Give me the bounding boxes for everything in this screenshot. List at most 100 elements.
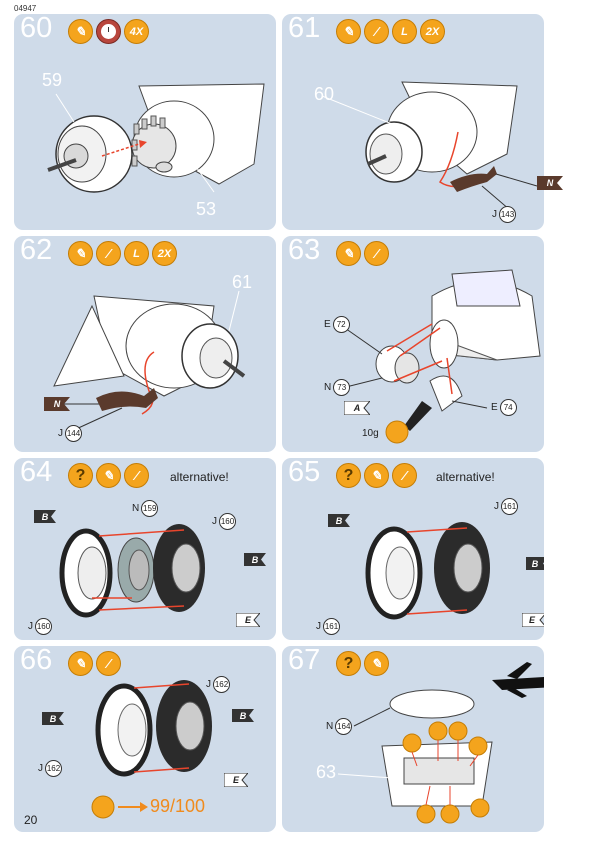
paint-flag-b: B bbox=[328, 514, 350, 527]
step-number: 65 bbox=[288, 458, 321, 488]
step-number: 61 bbox=[288, 14, 321, 44]
part-j144: J 144 bbox=[58, 425, 82, 442]
step-icons: ✎ ∕ L 2X bbox=[68, 241, 177, 267]
part-number: 74 bbox=[499, 399, 517, 416]
part-number: 160 bbox=[219, 513, 236, 530]
part-number: 161 bbox=[323, 618, 340, 635]
repeat-badge: 2X bbox=[152, 241, 177, 266]
brush-icon: ∕ bbox=[364, 241, 389, 266]
paint-flag-b: B bbox=[34, 510, 56, 523]
sprue-letter: J bbox=[494, 501, 499, 512]
repeat-badge: 2X bbox=[420, 19, 445, 44]
exhaust-assembly-drawing bbox=[321, 81, 538, 211]
brush-icon: ∕ bbox=[124, 463, 149, 488]
weight-label: 10g bbox=[362, 428, 379, 439]
paint-flag-n: N bbox=[537, 176, 563, 190]
left-side-badge: L bbox=[392, 19, 417, 44]
part-j161-bottom: J 161 bbox=[316, 618, 340, 635]
sprue-letter: N bbox=[326, 721, 334, 732]
glue-icon: ✎ bbox=[364, 463, 389, 488]
question-icon: ? bbox=[336, 463, 361, 488]
sprue-letter: J bbox=[316, 621, 321, 632]
step-icons: ? ✎ ∕ bbox=[336, 463, 417, 489]
part-e72: E 72 bbox=[324, 316, 350, 333]
step-icons: ✎ ∕ bbox=[336, 241, 389, 267]
sprue-letter: E bbox=[491, 402, 498, 413]
flag-letter: B bbox=[41, 511, 49, 522]
question-icon: ? bbox=[68, 463, 93, 488]
step-61-panel: 61 ✎ ∕ L 2X 60 J 143 bbox=[282, 14, 544, 230]
sprue-letter: J bbox=[58, 428, 63, 439]
part-e74: E 74 bbox=[491, 399, 517, 416]
flag-letter: E bbox=[244, 615, 251, 625]
landing-gear-door-drawing bbox=[337, 662, 544, 824]
part-n73: N 73 bbox=[324, 379, 351, 396]
flag-letter: E bbox=[528, 615, 535, 625]
sprue-letter: J bbox=[206, 679, 211, 690]
part-number: 72 bbox=[332, 316, 350, 333]
step-number: 63 bbox=[288, 236, 321, 266]
flag-letter: B bbox=[531, 558, 539, 569]
brush-icon: ∕ bbox=[96, 651, 121, 676]
part-number: 73 bbox=[333, 379, 351, 396]
engine-assembly-drawing bbox=[47, 83, 265, 193]
step-65-panel: 65 ? ✎ ∕ alternative! J 161 J 161 B B E bbox=[282, 458, 544, 640]
flag-letter: B bbox=[251, 554, 259, 565]
flag-letter: B bbox=[239, 710, 247, 721]
step-60-panel: 60 ✎ 4X 59 53 bbox=[14, 14, 276, 230]
step-icons: ? ✎ ∕ bbox=[68, 463, 149, 489]
part-n164: N 164 bbox=[326, 718, 353, 735]
wheel-assembly-drawing bbox=[59, 524, 205, 618]
glue-icon: ✎ bbox=[68, 241, 93, 266]
part-number: 164 bbox=[335, 718, 353, 735]
callout-60: 60 bbox=[314, 84, 335, 104]
alternative-note: alternative! bbox=[170, 470, 229, 484]
sprue-letter: N bbox=[132, 503, 140, 514]
paint-flag-b: B bbox=[244, 553, 266, 566]
step-number: 62 bbox=[20, 236, 53, 266]
paint-flag-n: N bbox=[44, 397, 70, 411]
step-reference: 99/100 bbox=[150, 796, 206, 816]
page-number: 20 bbox=[24, 813, 38, 827]
repeat-badge: 4X bbox=[124, 19, 149, 44]
part-number: 159 bbox=[141, 500, 159, 517]
part-j161-top: J 161 bbox=[494, 498, 518, 515]
callout-53: 53 bbox=[196, 199, 217, 219]
glue-icon: ✎ bbox=[336, 19, 361, 44]
part-j162-top: J 162 bbox=[206, 676, 230, 693]
brush-icon: ∕ bbox=[364, 19, 389, 44]
paint-flag-e: E bbox=[235, 612, 262, 628]
step-number: 66 bbox=[20, 646, 53, 676]
step-63-panel: 63 ✎ ∕ E 72 N 73 E 74 A bbox=[282, 236, 544, 452]
glue-icon: ✎ bbox=[96, 463, 121, 488]
flag-letter: N bbox=[53, 399, 61, 409]
paint-flag-b: B bbox=[42, 712, 64, 725]
step-icons: ✎ ∕ L 2X bbox=[336, 19, 445, 45]
step-64-panel: 64 ? ✎ ∕ alternative! N 159 J 160 J 160 … bbox=[14, 458, 276, 640]
sprue-letter: E bbox=[324, 319, 331, 330]
step-number: 67 bbox=[288, 646, 321, 676]
part-j143: J 143 bbox=[492, 206, 516, 223]
part-number: 143 bbox=[499, 206, 516, 223]
paint-flag-e: E bbox=[223, 772, 250, 788]
alternative-note: alternative! bbox=[436, 470, 495, 484]
wheel-assembly-drawing bbox=[365, 522, 490, 620]
callout-61: 61 bbox=[232, 272, 253, 292]
kit-code: 04947 bbox=[14, 4, 37, 13]
glue-icon: ✎ bbox=[68, 651, 93, 676]
paint-flag-e: E bbox=[521, 612, 544, 628]
callout-59: 59 bbox=[42, 70, 63, 90]
flag-letter: B bbox=[49, 713, 57, 724]
sprue-letter: J bbox=[212, 516, 217, 527]
wheel-assembly-drawing bbox=[91, 680, 212, 819]
flag-letter: A bbox=[353, 403, 361, 413]
sprue-letter: J bbox=[492, 209, 497, 220]
callout-63: 63 bbox=[316, 762, 337, 782]
part-number: 162 bbox=[45, 760, 62, 777]
step-66-panel: 66 ✎ ∕ J 162 J 162 B B E 99/100 bbox=[14, 646, 276, 832]
part-number: 161 bbox=[501, 498, 518, 515]
step-icons: ✎ 4X bbox=[68, 19, 149, 45]
brush-icon: ∕ bbox=[96, 241, 121, 266]
left-side-badge: L bbox=[124, 241, 149, 266]
step-number: 64 bbox=[20, 458, 53, 488]
